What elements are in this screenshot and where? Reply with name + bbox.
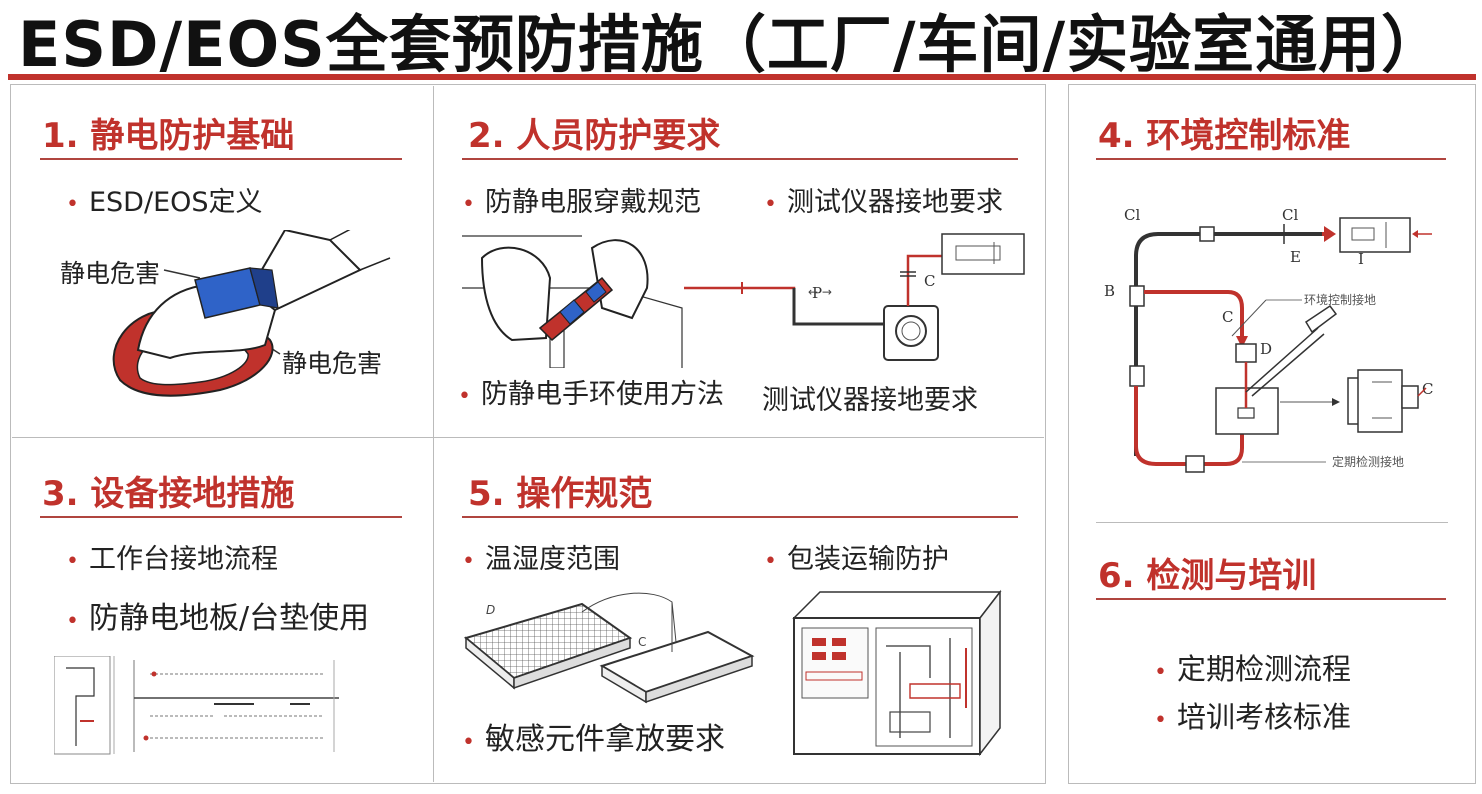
- section-6-rule: [1096, 598, 1446, 600]
- page-title: ESD/EOS全套预防措施（工厂/车间/实验室通用）: [18, 8, 1445, 81]
- section-2-bullet-grounding: • 测试仪器接地要求: [764, 186, 1003, 222]
- bullet-dot: •: [462, 192, 475, 217]
- divider-side: [1096, 522, 1448, 523]
- svg-text:← →: ← →: [808, 285, 832, 299]
- section-1-bullet: • ESD/EOS定义: [66, 186, 263, 222]
- section-2-bullet-clothing: • 防静电服穿戴规范: [462, 186, 701, 222]
- bullet-text: 测试仪器接地要求: [786, 187, 1003, 218]
- section-4-rule: [1096, 158, 1446, 160]
- section-5-bullet-packaging: • 包装运输防护: [764, 543, 949, 579]
- bullet-text: 包装运输防护: [786, 544, 949, 575]
- section-3-bullet-workbench: • 工作台接地流程: [66, 543, 278, 579]
- svg-text:C: C: [638, 635, 646, 649]
- section-1-title: 1. 静电防护基础: [42, 116, 295, 156]
- section-1-rule: [40, 158, 402, 160]
- esd-mat-illustration: D C: [463, 592, 755, 704]
- section-2-bullet-wriststrap: • 防静电手环使用方法: [458, 378, 724, 414]
- fig-label-c-mid: C: [1222, 308, 1233, 326]
- bullet-dot: •: [1154, 708, 1167, 733]
- bullet-text: 定期检测流程: [1176, 652, 1351, 686]
- bullet-dot: •: [66, 609, 79, 634]
- side-panel-frame: [1068, 84, 1476, 784]
- bullet-dot: •: [462, 730, 475, 755]
- bullet-text: ESD/EOS定义: [88, 187, 263, 218]
- section-2-title: 2. 人员防护要求: [468, 116, 721, 156]
- bullet-text: 防静电地板/台垫使用: [88, 601, 370, 636]
- bullet-text: 防静电服穿戴规范: [484, 187, 701, 218]
- fig-label-c-right: C: [1422, 380, 1433, 398]
- bullet-dot: •: [1154, 660, 1167, 685]
- divider-col-1: [433, 86, 434, 782]
- bullet-dot: •: [458, 384, 471, 409]
- fig-label-d: D: [1260, 340, 1272, 358]
- bullet-dot: •: [764, 192, 777, 217]
- svg-text:定期检测接地: 定期检测接地: [1332, 454, 1404, 469]
- svg-text:D: D: [486, 603, 495, 617]
- bullet-text: 工作台接地流程: [88, 544, 278, 575]
- section-3-bullet-floormat: • 防静电地板/台垫使用: [66, 602, 369, 639]
- bullet-text: 温湿度范围: [484, 544, 620, 575]
- section-1-label-hazard-bottom: 静电危害: [282, 349, 383, 378]
- bullet-dot: •: [66, 549, 79, 574]
- fig-label-i-top: I: [1358, 250, 1364, 268]
- section-3-rule: [40, 516, 402, 518]
- workbench-grounding-schematic: [54, 656, 339, 755]
- gloves-wrist-strap-illustration: [462, 235, 683, 368]
- main-panel-frame: [10, 84, 1046, 784]
- fig-label-b: B: [1104, 282, 1115, 300]
- section-3-title: 3. 设备接地措施: [42, 474, 295, 514]
- section-2-rule: [462, 158, 1018, 160]
- section-4-title: 4. 环境控制标准: [1098, 116, 1351, 156]
- divider-row: [12, 437, 1044, 438]
- packaging-cabinet-illustration: [792, 589, 1002, 757]
- section-6-bullet-training: • 培训考核标准: [1154, 700, 1351, 738]
- bullet-text: 防静电手环使用方法: [480, 379, 724, 410]
- section-5-rule: [462, 516, 1018, 518]
- section-6-bullet-inspection: • 定期检测流程: [1154, 652, 1351, 690]
- fig-label-p: P: [812, 284, 822, 302]
- svg-text:环境控制接地: 环境控制接地: [1304, 292, 1376, 307]
- wrist-strap-illustration: [112, 230, 391, 397]
- bullet-dot: •: [66, 192, 79, 217]
- instrument-grounding-diagram: P ← → C: [684, 233, 1025, 361]
- section-5-title: 5. 操作规范: [468, 474, 653, 514]
- fig-label-cl-right: Cl: [1282, 206, 1298, 224]
- section-5-bullet-handling: • 敏感元件拿放要求: [462, 723, 725, 760]
- bullet-dot: •: [462, 549, 475, 574]
- bullet-text: 敏感元件拿放要求: [484, 722, 725, 757]
- section-1-label-hazard-top: 静电危害: [60, 259, 161, 288]
- section-5-bullet-humidity: • 温湿度范围: [462, 543, 620, 579]
- section-6-title: 6. 检测与培训: [1098, 556, 1317, 596]
- title-underline: [8, 74, 1476, 80]
- environment-control-diagram: Cl Cl E B C D C I I 环境控制接地 定期检测接地: [1104, 206, 1433, 473]
- bullet-text: 培训考核标准: [1176, 700, 1351, 734]
- section-2-label-instrument: 测试仪器接地要求: [762, 385, 978, 416]
- fig-label-e: E: [1290, 248, 1301, 266]
- bullet-dot: •: [764, 549, 777, 574]
- fig-label-c: C: [924, 272, 935, 290]
- fig-label-cl-left: Cl: [1124, 206, 1140, 224]
